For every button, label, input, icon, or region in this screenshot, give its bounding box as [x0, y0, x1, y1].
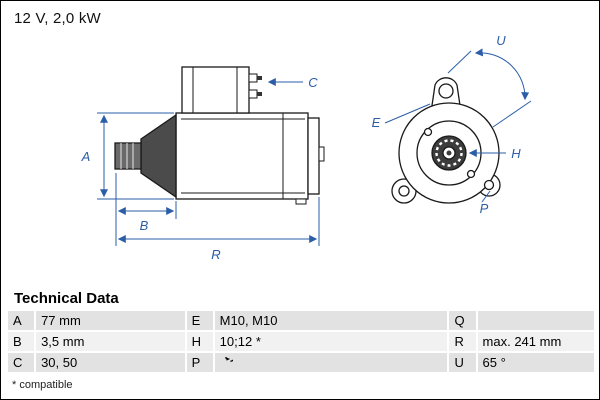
motor-end-cap [307, 117, 320, 195]
spec-value: 65 ° [477, 353, 594, 372]
solenoid-terminal-lower [248, 89, 258, 99]
solenoid-terminal-upper [248, 73, 258, 83]
dimension-p [481, 190, 491, 203]
dim-label-u: U [496, 33, 506, 48]
spec-value: 77 mm [36, 311, 185, 330]
clockwise-rotation-icon [224, 357, 233, 362]
spec-key: B [8, 332, 35, 351]
solenoid [181, 66, 250, 114]
dim-label-h: H [511, 146, 521, 161]
spec-key: E [186, 311, 213, 330]
spec-value [477, 311, 594, 330]
dimension-lines-side [97, 78, 320, 246]
spec-key: C [8, 353, 35, 372]
dimension-u [447, 48, 532, 128]
dim-label-r: R [211, 247, 220, 262]
compatibility-footnote: * compatible [12, 379, 73, 391]
dimension-r [117, 197, 320, 246]
spec-value: 3,5 mm [36, 332, 185, 351]
spec-value-rotation [214, 353, 448, 372]
ear-hole-left [398, 185, 410, 197]
spec-key: U [449, 353, 476, 372]
table-row-2: B 3,5 mm H 10;12 * R max. 241 mm [8, 332, 594, 351]
spec-key: Q [449, 311, 476, 330]
dim-label-c: C [308, 75, 318, 90]
dimension-lines-front [384, 48, 532, 203]
dim-label-b: B [140, 218, 149, 233]
motor-body [175, 112, 309, 200]
spec-value: 10;12 * [214, 332, 448, 351]
technical-data-heading: Technical Data [14, 290, 119, 307]
spec-key: P [186, 353, 213, 372]
technical-data-table: A 77 mm E M10, M10 Q B 3,5 mm H 10;12 * … [6, 309, 596, 374]
table-row-3: C 30, 50 P U 65 ° [8, 353, 594, 372]
dim-label-a: A [81, 149, 91, 164]
drive-end-housing [140, 113, 177, 199]
spec-key: A [8, 311, 35, 330]
dim-label-e: E [372, 115, 381, 130]
spec-key: H [186, 332, 213, 351]
technical-drawing: A B R C [81, 33, 532, 262]
pinion-gear [114, 142, 142, 170]
dim-label-p: P [480, 201, 489, 216]
starter-motor-side-view [114, 66, 325, 205]
starter-motor-front-view [391, 77, 501, 204]
spec-key: R [449, 332, 476, 351]
ear-hole-right [483, 179, 495, 191]
dimension-b [115, 173, 177, 246]
table-row-1: A 77 mm E M10, M10 Q [8, 311, 594, 330]
product-spec-title: 12 V, 2,0 kW [14, 10, 101, 27]
dimension-a [97, 112, 174, 200]
spec-value: 30, 50 [36, 353, 185, 372]
dimension-e [384, 103, 431, 124]
tab-hole [438, 83, 454, 99]
spec-value: max. 241 mm [477, 332, 594, 351]
spec-value: M10, M10 [214, 311, 448, 330]
